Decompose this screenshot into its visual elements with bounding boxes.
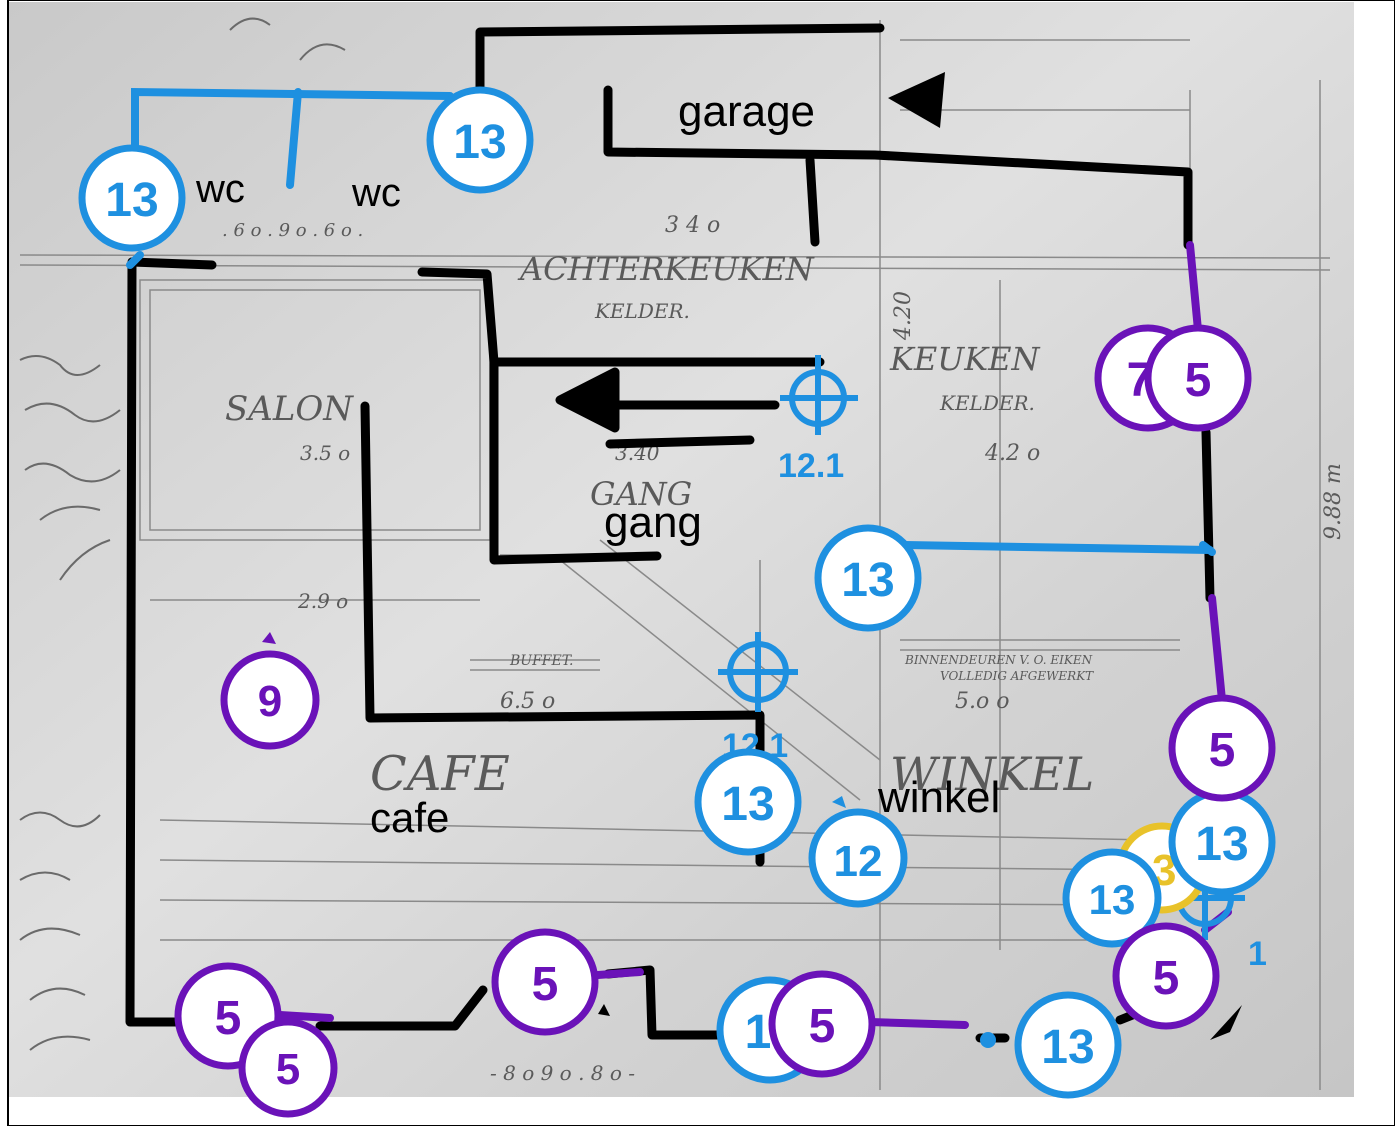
marker-13-wc-left-label: 13 bbox=[105, 174, 158, 227]
marker-5-bottom-center-label: 5 bbox=[532, 958, 559, 1011]
print-dim-row: . 6 o . 9 o . 6 o . bbox=[222, 220, 363, 241]
print-achterkeuken: ACHTERKEUKEN bbox=[517, 250, 815, 288]
margin-scribbles bbox=[19, 17, 346, 1051]
marker-5-keuken-label: 5 bbox=[1185, 354, 1212, 407]
room-label-group: garage wc wc gang cafe winkel bbox=[195, 87, 1000, 841]
marker-5-bottom-left-b[interactable]: 5 bbox=[238, 1018, 338, 1118]
marker-13-cafe-label: 13 bbox=[721, 778, 774, 831]
marker-12-winkel[interactable]: 12 bbox=[808, 808, 908, 908]
print-salon: SALON bbox=[225, 389, 354, 429]
marker-13-keuken-label: 13 bbox=[841, 554, 894, 607]
marker-13-bottom-right-label: 13 bbox=[1041, 1021, 1094, 1074]
print-keuken: KEUKEN bbox=[889, 340, 1041, 378]
marker-9-salon[interactable]: 9 bbox=[220, 650, 320, 750]
marker-13-keuken[interactable]: 13 bbox=[814, 524, 922, 632]
print-volledig: VOLLEDIG AFGEWERKT bbox=[940, 669, 1094, 683]
pointer-triangles bbox=[262, 632, 846, 1016]
marker-5-keuken[interactable]: 5 bbox=[1144, 324, 1252, 432]
print-buffet: BUFFET. bbox=[509, 653, 573, 669]
crosshair-icon-stair bbox=[780, 355, 858, 435]
room-label-winkel: winkel bbox=[877, 773, 1000, 822]
marker-13-wc-right-label: 13 bbox=[453, 116, 506, 169]
print-gang: GANG bbox=[590, 475, 692, 513]
print-winkel: WINKEL bbox=[890, 747, 1094, 801]
print-dim-340: 3 4 o bbox=[665, 213, 720, 238]
marker-13-bottom-middle-label: 1 bbox=[745, 1006, 772, 1059]
marker-5-winkel-corner[interactable]: 5 bbox=[1112, 922, 1220, 1030]
marker-5-bottom-left-a-label: 5 bbox=[215, 992, 242, 1045]
marker-13-cafe[interactable]: 13 bbox=[694, 748, 802, 856]
room-label-cafe: cafe bbox=[370, 794, 449, 841]
purple-lines bbox=[276, 241, 1232, 1029]
marker-5-bottom-center[interactable]: 5 bbox=[491, 928, 599, 1036]
print-dim-650: 6.5 o bbox=[500, 689, 555, 714]
marker-12-winkel-label: 12 bbox=[834, 837, 883, 886]
crosshair-label-stair: 12.1 bbox=[778, 447, 844, 485]
crosshair-icon-cafe bbox=[718, 632, 798, 712]
print-cafe: CAFE bbox=[370, 746, 510, 802]
print-dim-bottom: - 8 o 9 o . 8 o - bbox=[490, 1061, 635, 1085]
room-label-gang: gang bbox=[604, 498, 702, 547]
marker-5-right-wall[interactable]: 5 bbox=[1168, 694, 1276, 802]
crosshair-label-winkel: 1 bbox=[1248, 935, 1267, 973]
marker-13-winkel-b[interactable]: 13 bbox=[1168, 788, 1276, 896]
marker-5-winkel-corner-label: 5 bbox=[1153, 952, 1180, 1005]
marker-9-salon-label: 9 bbox=[258, 677, 282, 726]
print-binnen: BINNENDEUREN V. O. EIKEN bbox=[904, 653, 1093, 667]
print-dim-420b: 4.2 o bbox=[984, 441, 1040, 466]
marker-5-bottom-middle-label: 5 bbox=[809, 1000, 836, 1053]
marker-13-winkel-b-label: 13 bbox=[1195, 818, 1248, 871]
print-dim-420: 4.20 bbox=[891, 291, 916, 341]
room-label-garage: garage bbox=[678, 87, 815, 136]
print-dim-988: 9.88 m bbox=[1321, 463, 1346, 540]
print-kelder-top: KELDER. bbox=[594, 299, 690, 323]
purple-marker-group: 7 5 9 5 5 5 5 5 bbox=[174, 324, 1276, 1118]
print-dim-290: 2.9 o bbox=[297, 589, 348, 613]
room-label-wc-left: wc bbox=[195, 167, 245, 211]
marker-5-bottom-middle[interactable]: 5 bbox=[768, 970, 876, 1078]
marker-13-bottom-right[interactable]: 13 bbox=[980, 991, 1122, 1099]
marker-13-winkel-a[interactable]: 13 bbox=[1062, 848, 1162, 948]
print-dim-350: 3.5 o bbox=[300, 441, 350, 465]
print-dim-500: 5.o o bbox=[955, 689, 1009, 714]
marker-13-wc-right[interactable]: 13 bbox=[426, 86, 534, 194]
marker-5-bottom-left-b-label: 5 bbox=[276, 1045, 300, 1094]
blue-marker-group: 13 13 13 13 12 13 13 13 bbox=[78, 86, 1276, 1099]
marker-13-wc-left[interactable]: 13 bbox=[78, 144, 186, 252]
marker-13-winkel-a-label: 13 bbox=[1089, 876, 1136, 923]
marker-5-right-wall-label: 5 bbox=[1209, 724, 1236, 777]
blueprint-text-group: ACHTERKEUKEN KELDER. KEUKEN KELDER. SALO… bbox=[222, 213, 1346, 1085]
print-kelder-right: KELDER. bbox=[939, 391, 1035, 415]
room-label-wc-right: wc bbox=[351, 171, 401, 215]
